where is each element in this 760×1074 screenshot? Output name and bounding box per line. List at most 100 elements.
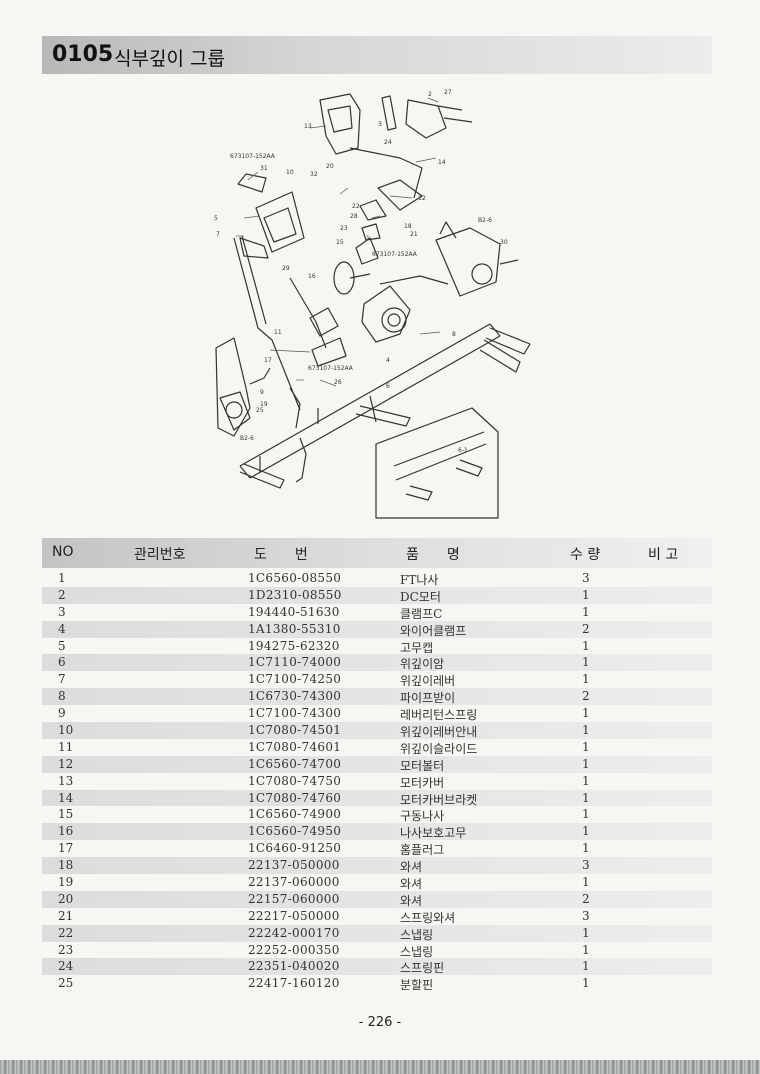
quantity: 1 [582, 824, 590, 839]
drawing-number: 1C6560-74900 [248, 807, 342, 822]
callout-label: 21 [410, 231, 418, 238]
drawing-number: 22242-000170 [248, 925, 340, 940]
part-name: 레버리턴스프링 [400, 708, 478, 723]
quantity: 2 [582, 621, 590, 636]
reference-label: 673107-152AA [372, 251, 418, 258]
callout-label: 14 [438, 159, 446, 166]
callout-label: 23 [340, 225, 348, 232]
drawing-number: 1C7110-74000 [248, 655, 342, 670]
quantity: 1 [582, 706, 590, 721]
row-number: 2 [58, 587, 66, 602]
reference-label: 673107-152AA [230, 153, 276, 160]
quantity: 3 [582, 571, 590, 585]
callout-label: 29 [282, 265, 290, 272]
row-number: 1 [58, 571, 66, 585]
table-row: 4 1A1380-55310 와이어클램프 2 [42, 620, 712, 638]
section-title: 식부깊이 그룹 [114, 48, 225, 70]
page-number: - 226 - [358, 1015, 402, 1030]
row-number: 16 [58, 824, 74, 839]
part-name: 스프링와셔 [400, 910, 456, 925]
part-name: 클램프C [400, 606, 443, 621]
row-number: 17 [58, 841, 74, 856]
part-name: 분할핀 [400, 978, 434, 993]
callout-label: 13 [304, 123, 312, 130]
section-code: 0105 [52, 42, 114, 67]
quantity: 1 [582, 959, 590, 974]
callout-label: 20 [326, 163, 334, 170]
callout-label: 8 [452, 331, 456, 338]
quantity: 1 [582, 790, 590, 805]
drawing-number: 1A1380-55310 [248, 621, 341, 636]
drawing-number: 1C7080-74760 [248, 790, 342, 805]
header-quantity: 수 량 [570, 547, 601, 563]
callout-label: 17 [264, 357, 272, 364]
part-name: 와이어클램프 [400, 623, 467, 638]
row-number: 21 [58, 908, 74, 923]
quantity: 2 [582, 689, 590, 704]
callout-label: 30 [500, 239, 508, 246]
quantity: 1 [582, 638, 590, 653]
part-name: 구동나사 [400, 809, 445, 824]
row-number: 9 [58, 706, 66, 721]
row-number: 11 [58, 739, 74, 754]
header-drawing-number: 도 번 [254, 547, 308, 563]
quantity: 3 [582, 858, 590, 873]
table-row: 15 1C6560-74900 구동나사 1 [42, 806, 712, 823]
parts-table-header: NO 관리번호 도 번 품 명 수 량 비 고 [42, 538, 712, 568]
drawing-number: 1C6460-91250 [248, 841, 342, 856]
drawing-number: 1C7100-74300 [248, 706, 342, 721]
drawing-number: 1C7080-74750 [248, 773, 342, 788]
row-number: 4 [58, 621, 66, 636]
row-number: 7 [58, 672, 66, 687]
detail-label: 6-1 [458, 447, 468, 454]
quantity: 1 [582, 655, 590, 670]
callout-label: 18 [404, 223, 412, 230]
scan-edge-strip [0, 1060, 760, 1074]
callout-label: 7 [216, 231, 220, 238]
circle-reference-label: B2-6 [240, 435, 254, 442]
drawing-number: 1C6730-74300 [248, 689, 342, 704]
drawing-number: 22252-000350 [248, 942, 340, 957]
drawing-number: 22137-060000 [248, 875, 340, 890]
header-part-name: 품 명 [406, 547, 460, 563]
quantity: 1 [582, 739, 590, 754]
callout-label: 26 [334, 379, 342, 386]
callout-label: 32 [310, 171, 318, 178]
row-number: 13 [58, 773, 74, 788]
part-name: 나사보호고무 [400, 826, 467, 841]
callout-label: 11 [274, 329, 282, 336]
quantity: 1 [582, 756, 590, 771]
callout-label: 10 [286, 169, 294, 176]
quantity: 2 [582, 891, 590, 906]
drawing-number: 22351-040020 [248, 959, 340, 974]
row-number: 25 [58, 976, 74, 991]
quantity: 1 [582, 807, 590, 822]
row-number: 5 [58, 638, 66, 653]
callout-label: 19 [260, 401, 268, 408]
row-number: 12 [58, 756, 74, 771]
part-name: 파이프받이 [400, 691, 456, 706]
callout-label: 31 [260, 165, 268, 172]
callout-label: 1 [366, 235, 370, 242]
drawing-number: 194275-62320 [248, 638, 340, 653]
part-name: DC모터 [400, 589, 441, 604]
row-number: 10 [58, 723, 74, 738]
section-title-bar: 0105 식부깊이 그룹 [42, 36, 712, 74]
callout-label: 28 [350, 213, 358, 220]
callout-label: 25 [256, 407, 264, 414]
part-name: 스냅링 [400, 927, 434, 942]
row-number: 15 [58, 807, 74, 822]
row-number: 22 [58, 925, 74, 940]
callout-label: 24 [384, 139, 392, 146]
